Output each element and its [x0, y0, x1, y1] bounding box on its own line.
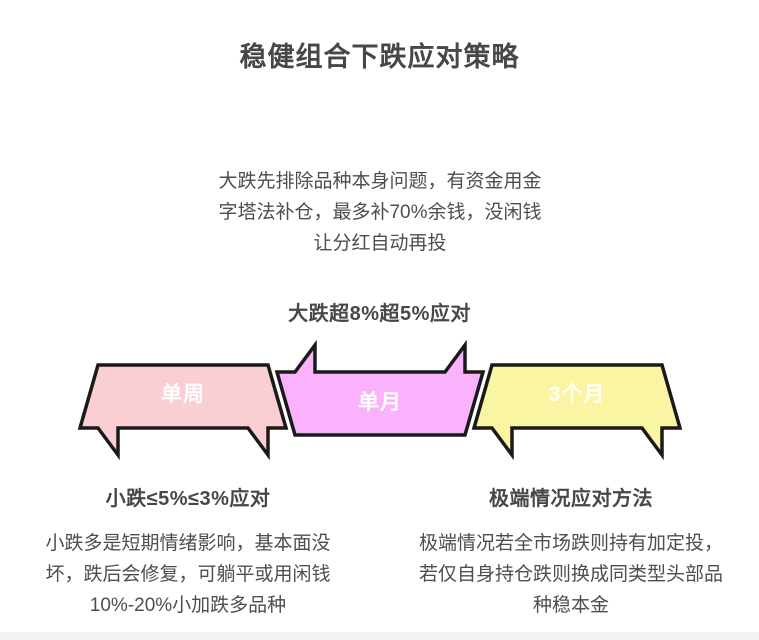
- page-title: 稳健组合下跌应对策略: [239, 42, 520, 73]
- column-right-heading: 极端情况应对方法: [489, 488, 653, 510]
- ribbon-banner-1[interactable]: 单周: [77, 340, 289, 461]
- ribbon-banner-2[interactable]: 单月: [274, 339, 486, 460]
- column-left-body: 小跌多是短期情绪影响，基本面没坏，跌后会修复，可躺平或用闲钱10%-20%小加跌…: [45, 533, 331, 616]
- ribbon-shape-3: [471, 363, 683, 461]
- column-left: 小跌≤5%≤3%应对 小跌多是短期情绪影响，基本面没坏，跌后会修复，可躺平或用闲…: [13, 482, 363, 621]
- ribbon-shape-1: [77, 363, 289, 461]
- ribbon-banner-3[interactable]: 3个月: [471, 340, 683, 461]
- mid-heading: 大跌超8%超5%应对: [288, 302, 471, 325]
- column-right: 极端情况应对方法 极端情况若全市场跌则持有加定投，若仅自身持仓跌则换成同类型头部…: [396, 482, 746, 621]
- column-right-body: 极端情况若全市场跌则持有加定投，若仅自身持仓跌则换成同类型头部品种稳本金: [418, 533, 723, 616]
- ribbon-shape-2: [274, 339, 486, 437]
- bottom-strip: [0, 632, 759, 640]
- intro-paragraph: 大跌先排除品种本身问题，有资金用金字塔法补仓，最多补70%余钱，没闲钱让分红自动…: [218, 171, 542, 254]
- column-left-heading: 小跌≤5%≤3%应对: [105, 488, 271, 510]
- ribbon-band: 单周 单月 3个月: [0, 339, 759, 461]
